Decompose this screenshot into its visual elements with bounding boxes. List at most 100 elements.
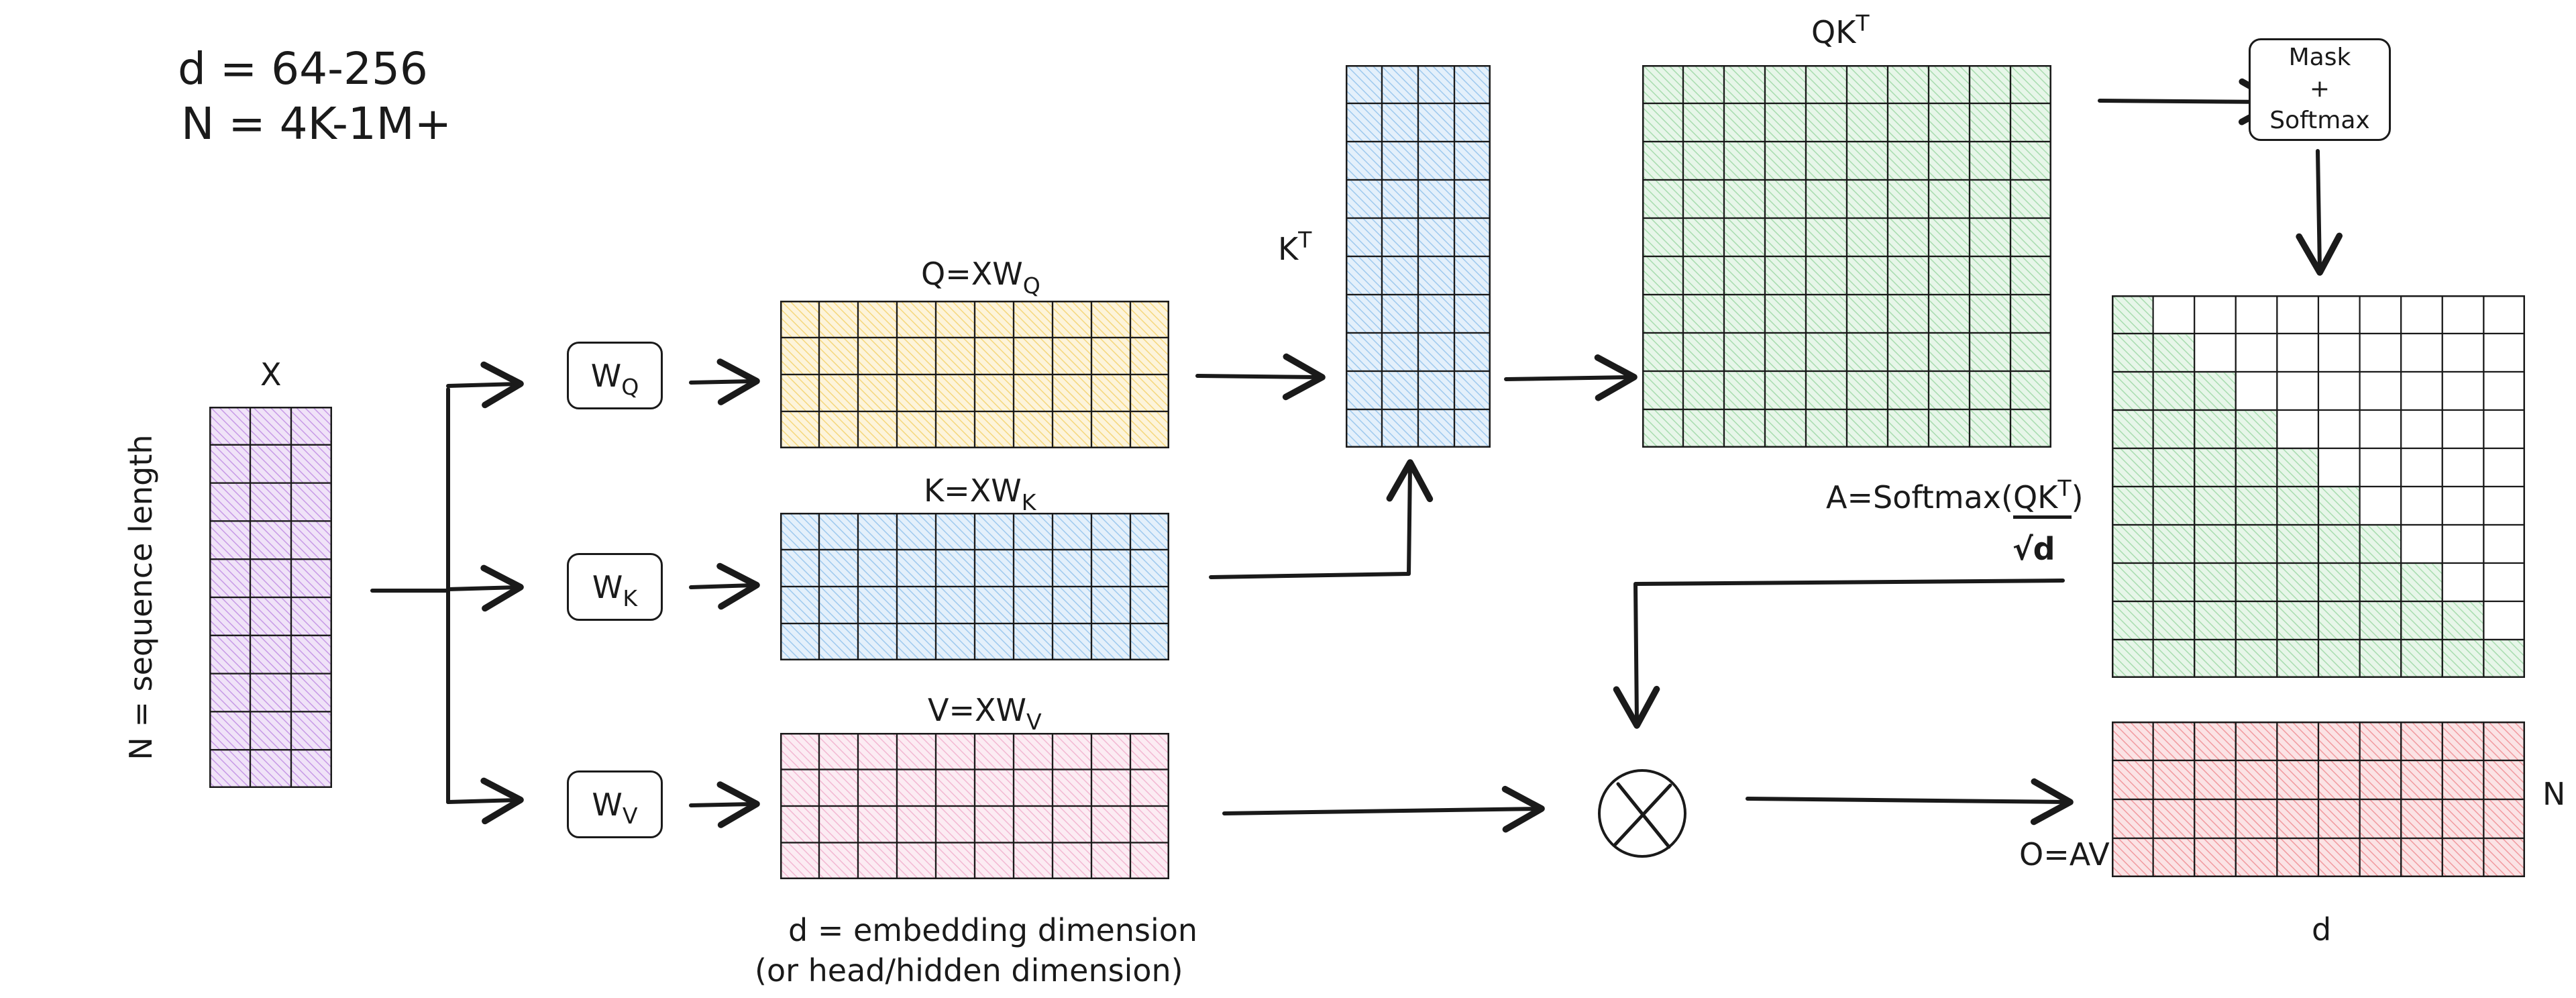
- matrix-cell: [1417, 255, 1456, 296]
- matrix-cell: [1886, 370, 1930, 411]
- matrix-cell: [2194, 409, 2237, 450]
- masked-cell: [2317, 409, 2361, 450]
- masked-cell: [2276, 295, 2320, 335]
- matrix-cell: [1051, 548, 1093, 588]
- matrix-cell: [1417, 293, 1456, 334]
- matrix-cell: [2276, 447, 2320, 488]
- matrix-cell: [2483, 638, 2525, 678]
- matrix-cell: [818, 410, 859, 448]
- matrix-cell: [1381, 179, 1419, 219]
- matrix-cell: [1723, 65, 1766, 105]
- matrix-cell: [290, 749, 332, 788]
- matrix-cell: [857, 301, 898, 339]
- matrix-cell: [1927, 408, 1971, 448]
- matrix-cell: [1129, 842, 1169, 879]
- masked-cell: [2359, 409, 2402, 450]
- matrix-cell: [2235, 798, 2278, 840]
- qkt-label: QKT: [1811, 9, 1870, 50]
- masked-cell: [2483, 600, 2525, 641]
- matrix-cell: [1642, 408, 1684, 448]
- matrix-cell: [2194, 370, 2237, 411]
- matrix-cell: [1090, 768, 1132, 807]
- matrix-cell: [2112, 638, 2154, 678]
- matrix-cell: [1927, 65, 1971, 105]
- matrix-cell: [1682, 408, 1725, 448]
- kt-label: KT: [1278, 226, 1312, 267]
- matrix-cell: [1968, 332, 2012, 372]
- matrix-cell: [1012, 842, 1054, 879]
- matrix-border: [1346, 65, 1491, 448]
- matrix-cell: [1381, 293, 1419, 334]
- masked-cell: [2359, 295, 2402, 335]
- matrix-cell: [2112, 837, 2154, 877]
- matrix-cell: [934, 410, 976, 448]
- matrix-cell: [934, 373, 976, 413]
- matrix-cell: [1417, 179, 1456, 219]
- matrix-cell: [1129, 373, 1169, 413]
- matrix-cell: [2152, 837, 2196, 877]
- matrix-cell: [2400, 837, 2443, 877]
- matrix-cell: [1805, 179, 1848, 219]
- matrix-cell: [2483, 721, 2525, 762]
- matrix-cell: [2194, 837, 2237, 877]
- matrix-cell: [1682, 179, 1725, 219]
- matrix-cell: [2152, 332, 2196, 373]
- branch-to-wv-arrow: [446, 777, 524, 825]
- masked-cell: [2235, 295, 2278, 335]
- matrix-cell: [1845, 255, 1889, 296]
- attention-formula: A=Softmax(QKT): [1826, 477, 2084, 519]
- qkt-matrix: [1642, 65, 2051, 448]
- matrix-cell: [780, 768, 820, 807]
- matrix-cell: [1723, 217, 1766, 258]
- matrix-cell: [818, 622, 859, 660]
- masked-cell: [2317, 295, 2361, 335]
- masked-cell: [2483, 295, 2525, 335]
- matrix-cell: [1051, 733, 1093, 770]
- matrix-cell: [1012, 768, 1054, 807]
- matrix-cell: [2009, 140, 2051, 181]
- matrix-cell: [896, 410, 937, 448]
- matrix-cell: [1764, 179, 1807, 219]
- matrix-cell: [1886, 65, 1930, 105]
- matrix-cell: [1682, 293, 1725, 334]
- sqrt-d-label: √d: [2012, 531, 2055, 567]
- matrix-cell: [2317, 759, 2361, 801]
- matrix-cell: [290, 634, 332, 675]
- wq-label: WQ: [590, 357, 639, 401]
- matrix-cell: [1845, 332, 1889, 372]
- matrix-cell: [2009, 102, 2051, 143]
- masked-cell: [2400, 370, 2443, 411]
- v-matrix: [780, 733, 1169, 879]
- matrix-cell: [973, 768, 1015, 807]
- matrix-cell: [2441, 721, 2485, 762]
- matrix-cell: [818, 301, 859, 339]
- matrix-cell: [857, 410, 898, 448]
- matrix-cell: [1723, 408, 1766, 448]
- matrix-cell: [2194, 638, 2237, 678]
- matrix-cell: [249, 482, 292, 522]
- branch-to-wk-arrow: [446, 564, 524, 612]
- matrix-cell: [1927, 370, 1971, 411]
- matrix-cell: [1642, 102, 1684, 143]
- matrix-cell: [1764, 102, 1807, 143]
- matrix-cell: [896, 548, 937, 588]
- matrix-cell: [2152, 798, 2196, 840]
- matrix-cell: [1129, 410, 1169, 448]
- matrix-cell: [1682, 370, 1725, 411]
- matrix-cell: [1968, 140, 2012, 181]
- matrix-cell: [973, 842, 1015, 879]
- matrix-cell: [249, 749, 292, 788]
- matrix-cell: [973, 301, 1015, 339]
- masked-cell: [2317, 447, 2361, 488]
- matrix-cell: [1805, 370, 1848, 411]
- matrix-cell: [2112, 485, 2154, 526]
- matrix-cell: [973, 336, 1015, 376]
- d-range-label: d = 64-256: [178, 43, 428, 95]
- matrix-cell: [1927, 332, 1971, 372]
- matrix-cell: [780, 373, 820, 413]
- matrix-cell: [2009, 332, 2051, 372]
- matrix-cell: [1453, 293, 1491, 334]
- matrix-cell: [2009, 293, 2051, 334]
- matrix-cell: [934, 301, 976, 339]
- wk-label: WK: [592, 568, 638, 612]
